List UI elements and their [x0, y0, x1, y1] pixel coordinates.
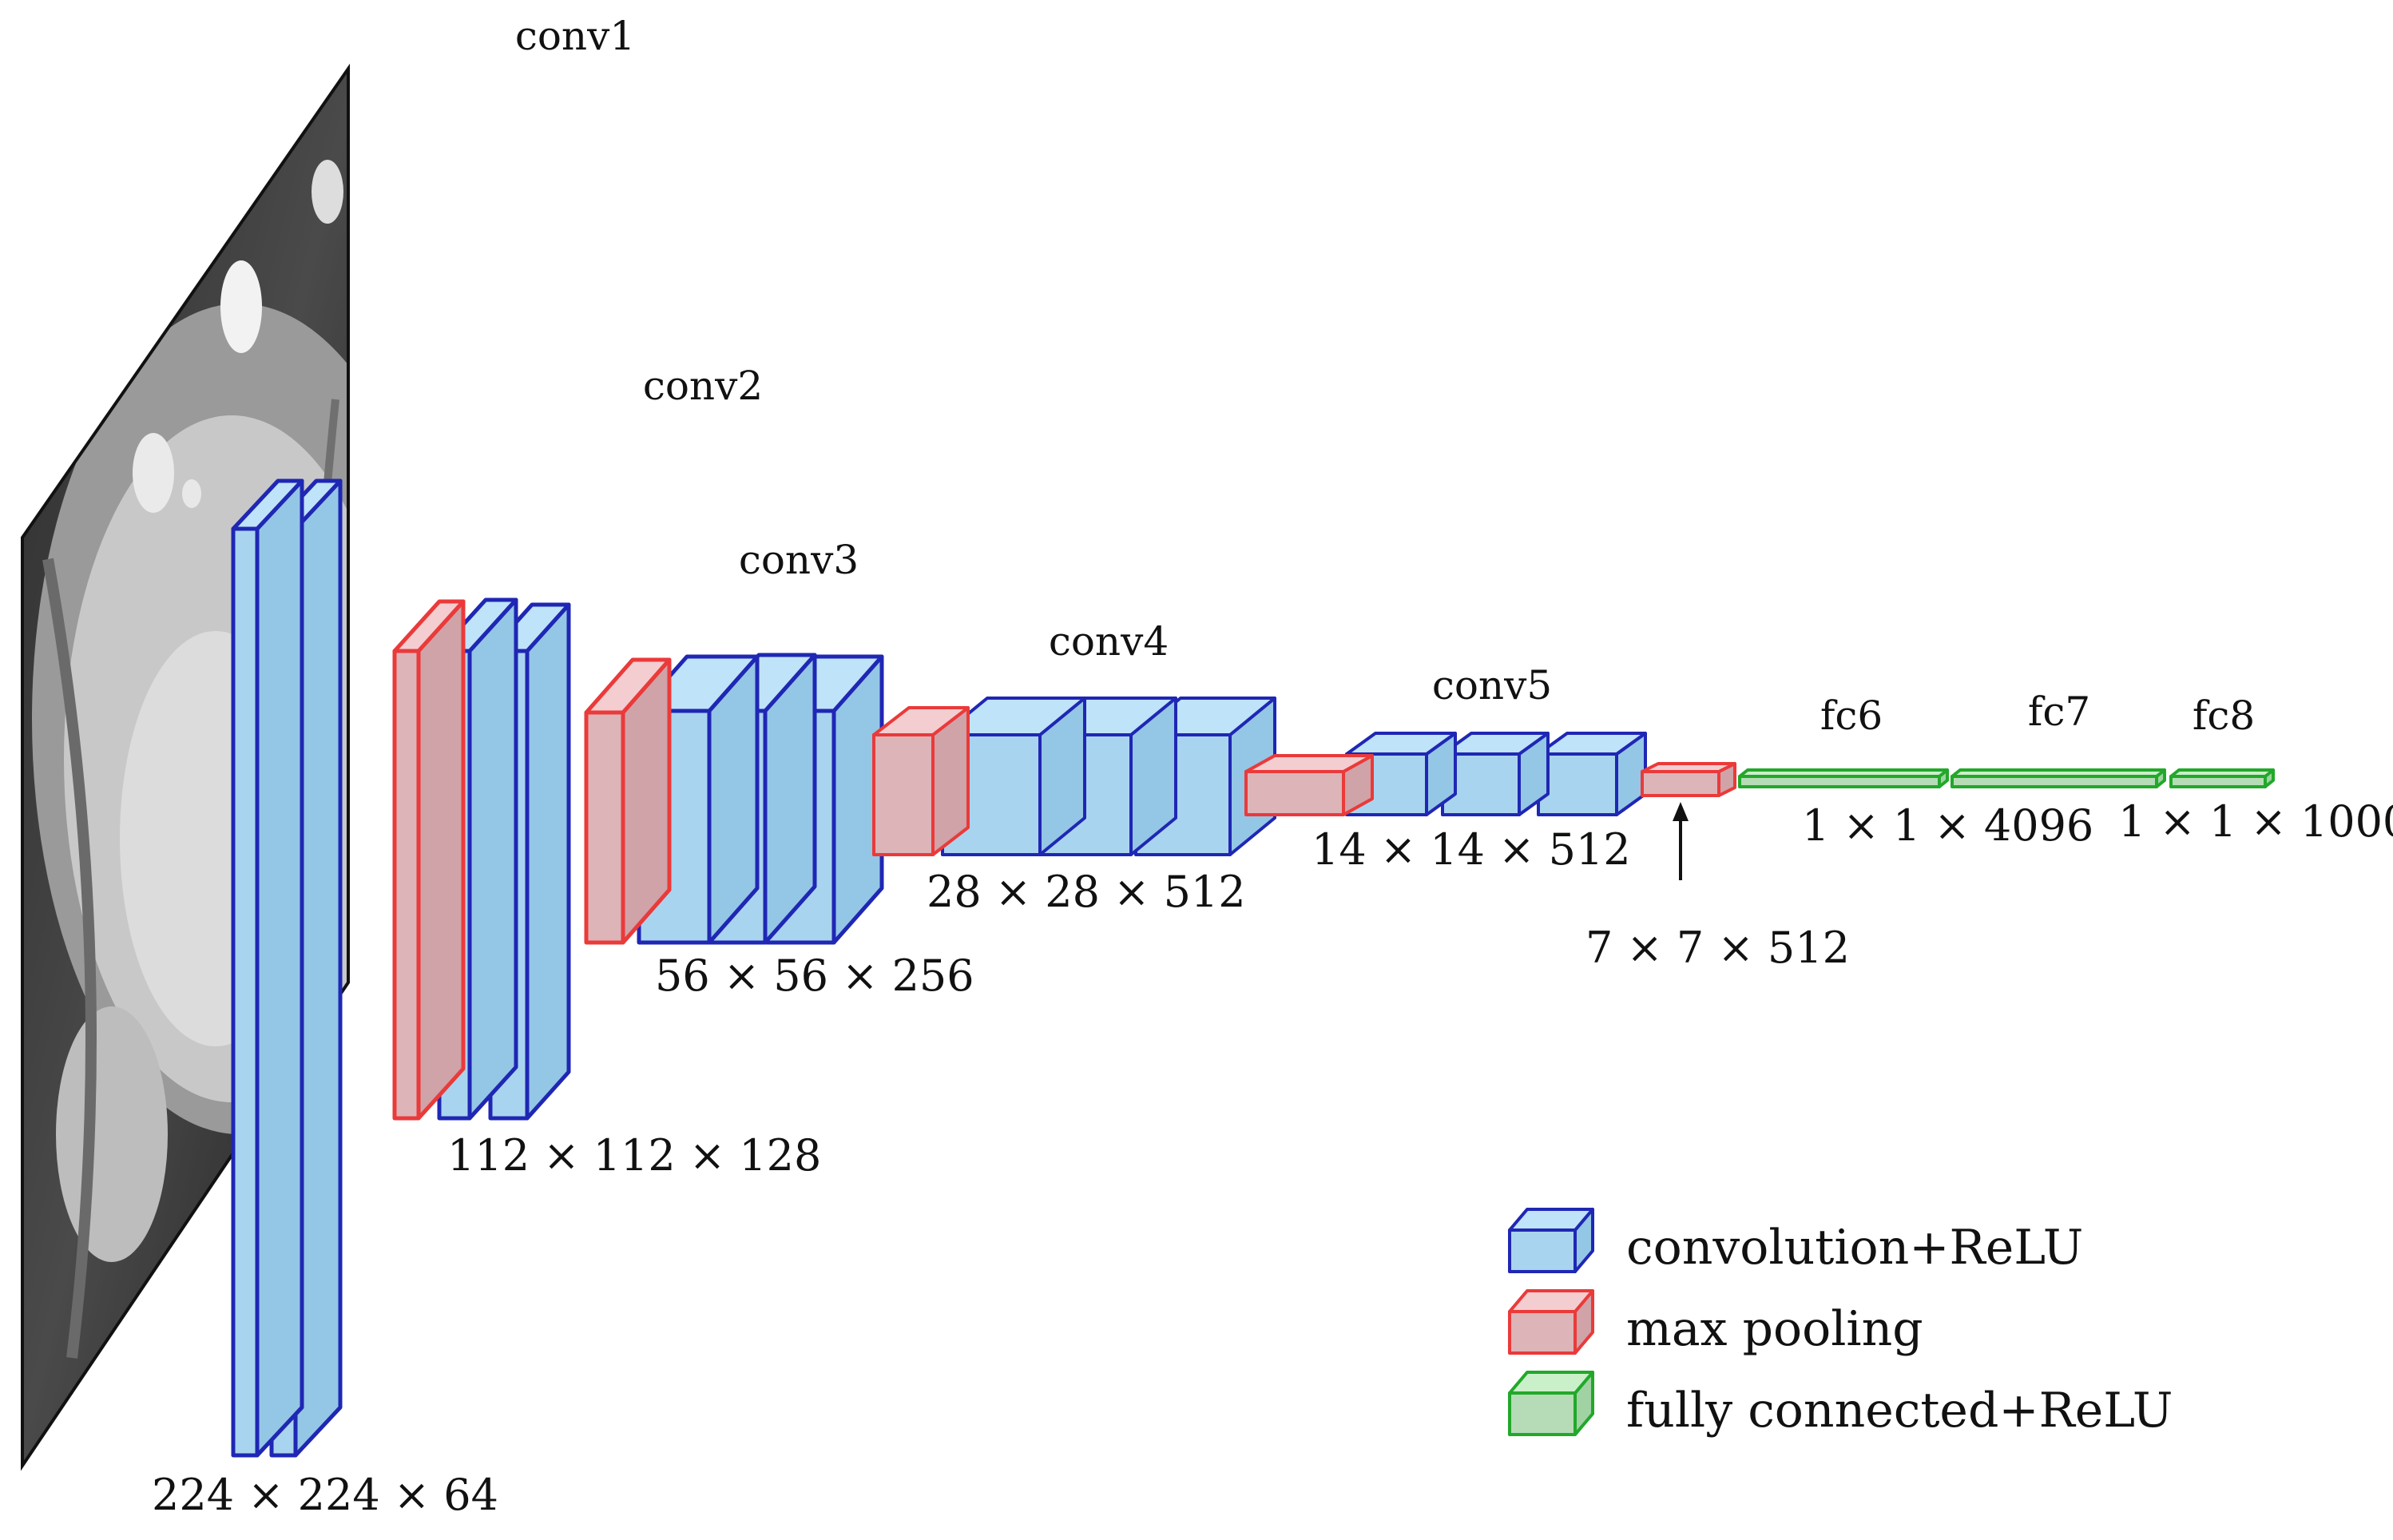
pool5-pointer-arrow: [1673, 802, 1689, 880]
conv5-conv-block-3: [1441, 732, 1550, 816]
layer-pool5: [1641, 762, 1736, 797]
layer-conv5: [1244, 732, 1647, 816]
legend-label-pool: max pooling: [1626, 1301, 1923, 1357]
conv3-pool-block-1: [584, 657, 672, 945]
layer-label-fc7: fc7: [2028, 689, 2090, 735]
layer-label-conv1: conv1: [515, 13, 635, 59]
conv2-pool-block-1: [392, 599, 466, 1121]
layer-conv1: [231, 478, 343, 1458]
legend-swatch-fc-icon: [1508, 1371, 1594, 1436]
dimension-fc7: 1 × 1 × 4096: [1802, 800, 2093, 851]
dimension-conv1: 224 × 224 × 64: [152, 1470, 498, 1520]
conv5-pool-block-1: [1244, 754, 1374, 816]
legend-item-fc: fully connected+ReLU: [1508, 1371, 2173, 1439]
conv5-conv-block-4: [1537, 732, 1647, 816]
layer-label-conv2: conv2: [643, 363, 763, 409]
legend-item-conv: convolution+ReLU: [1508, 1208, 2083, 1276]
conv4-pool-block-1: [872, 706, 970, 856]
layer-label-conv4: conv4: [1049, 618, 1169, 665]
pool5-pool-block-1: [1641, 762, 1736, 797]
legend-swatch-conv-icon: [1508, 1208, 1594, 1273]
legend-swatch-pool-icon: [1508, 1289, 1594, 1355]
dimension-conv5: 14 × 14 × 512: [1312, 824, 1631, 875]
dimension-conv3: 56 × 56 × 256: [655, 951, 974, 1001]
conv1-conv-block-1: [231, 478, 304, 1458]
legend-item-pool: max pooling: [1508, 1289, 1923, 1357]
dimension-conv4: 28 × 28 × 512: [927, 867, 1246, 917]
dimension-pool5: 7 × 7 × 512: [1585, 923, 1850, 973]
layer-fc6: [1738, 768, 1949, 788]
layer-fc7: [1951, 768, 2166, 788]
layer-label-conv5: conv5: [1432, 662, 1552, 708]
layer-conv2: [392, 597, 571, 1121]
dimension-labels: 224 × 224 × 64 112 × 112 × 128 56 × 56 ×…: [152, 796, 2393, 1520]
fc6-fc-block-1: [1738, 768, 1949, 788]
legend: convolution+ReLU max pooling fully connect…: [1508, 1208, 2173, 1439]
layer-conv4: [872, 697, 1276, 856]
fc8-fc-block-1: [2169, 768, 2275, 788]
fc7-fc-block-1: [1951, 768, 2166, 788]
layer-label-conv3: conv3: [739, 537, 859, 583]
legend-label-fc: fully connected+ReLU: [1626, 1383, 2173, 1439]
layer-labels: conv1 conv2 conv3 conv4 conv5 fc6 fc7 fc…: [515, 13, 2255, 739]
layer-conv3: [584, 653, 884, 945]
dimension-fc8: 1 × 1 × 1000: [2118, 796, 2393, 847]
layer-fc8: [2169, 768, 2275, 788]
layer-label-fc6: fc6: [1820, 693, 1883, 739]
dimension-conv2: 112 × 112 × 128: [447, 1130, 821, 1181]
legend-label-conv: convolution+ReLU: [1626, 1220, 2083, 1276]
layer-label-fc8: fc8: [2193, 693, 2255, 739]
